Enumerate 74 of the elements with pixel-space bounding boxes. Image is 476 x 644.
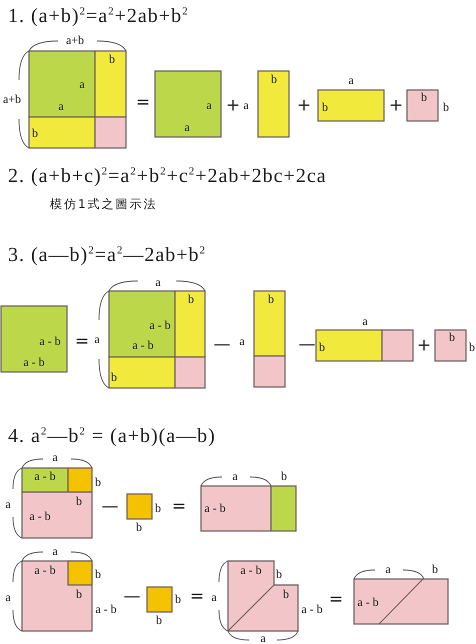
dimension-label: a	[52, 545, 58, 557]
dimension-label: a - b	[132, 339, 154, 351]
dimension-label: a	[79, 78, 85, 90]
dimension-label: a - b	[39, 335, 61, 347]
operator-sign: =	[136, 94, 150, 112]
operator-sign: =	[190, 588, 204, 606]
dimension-label: b	[188, 293, 194, 305]
dimension-label: a	[232, 470, 238, 482]
dimension-label: a	[239, 335, 245, 347]
dimension-label: b	[432, 563, 438, 575]
dimension-label: a	[211, 591, 217, 603]
operator-sign: =	[172, 498, 186, 516]
dimension-label: b	[319, 341, 325, 353]
dimension-label: a - b	[34, 470, 56, 482]
operator-sign: =	[74, 334, 90, 350]
dimension-label: b	[175, 593, 181, 605]
dimension-label: a - b	[34, 564, 56, 576]
dimension-label: a	[52, 451, 58, 463]
dimension-label: a - b	[23, 356, 45, 368]
dimension-label: b	[443, 101, 449, 113]
dimension-label: a	[206, 99, 212, 111]
dimension-label: b	[76, 588, 82, 600]
dimension-label: b	[322, 101, 328, 113]
operator-sign: +	[296, 98, 312, 114]
dimension-label: a - b	[357, 596, 379, 608]
dimension-label: a+b	[66, 34, 84, 46]
dimension-label: a	[5, 498, 11, 510]
dimension-label: b	[449, 331, 455, 343]
dimension-label: a - b	[29, 510, 51, 522]
dimension-label: b	[421, 91, 427, 103]
formula: 4. a$^{2}$—b$^{2}$ = (a+b)(a—b)	[8, 426, 216, 446]
dimension-label: b	[109, 53, 115, 65]
dimension-label: a	[362, 315, 368, 327]
dimension-label: b	[76, 495, 82, 507]
operator-sign: —	[214, 336, 230, 354]
dimension-label: a - b	[149, 319, 171, 331]
dimension-label: b	[469, 341, 475, 353]
dimension-label: b	[276, 568, 282, 580]
dimension-label: a	[385, 563, 391, 575]
dimension-label: a - b	[301, 603, 323, 615]
dimension-label: a	[5, 591, 11, 603]
dimension-label: a	[184, 121, 190, 133]
note-text: 模仿1式之圖示法	[50, 198, 158, 210]
dimension-label: a	[348, 74, 354, 86]
dimension-label: b	[283, 588, 289, 600]
dimension-label: b	[95, 476, 101, 488]
dimension-label: a	[58, 100, 64, 112]
dimension-label: a - b	[204, 502, 226, 514]
formula: 1. (a+b)$^{2}$=a$^{2}$+2ab+b$^{2}$	[8, 6, 189, 26]
dimension-label: b	[268, 293, 274, 305]
dimension-label: a	[94, 333, 100, 345]
operator-sign: +	[388, 98, 404, 114]
dimension-label: b	[136, 521, 142, 533]
dimension-label: a+b	[2, 93, 22, 105]
dimension-label: a - b	[240, 564, 262, 576]
dimension-label: b	[271, 73, 277, 85]
dimension-label: a - b	[95, 603, 117, 615]
dimension-label: b	[95, 568, 101, 580]
dimension-label: b	[32, 127, 38, 139]
dimension-label: b	[111, 371, 117, 383]
operator-sign: +	[416, 338, 432, 354]
dimension-label: b	[156, 614, 162, 626]
operator-sign: =	[328, 592, 344, 608]
dimension-label: a	[260, 632, 266, 644]
operator-sign: —	[124, 588, 140, 606]
formula: 2. (a+b+c)$^{2}$=a$^{2}$+b$^{2}$+c$^{2}$+2ab+2bc+2ca	[8, 166, 327, 186]
operator-sign: —	[102, 498, 118, 516]
operator-sign: —	[298, 336, 316, 354]
formula: 3. (a—b)$^{2}$=a$^{2}$—2ab+b$^{2}$	[8, 245, 206, 265]
dimension-label: a	[155, 276, 161, 288]
operator-sign: +	[226, 98, 240, 114]
dimension-label: a	[243, 99, 249, 111]
dimension-label: b	[155, 502, 161, 514]
dimension-label: b	[281, 470, 287, 482]
